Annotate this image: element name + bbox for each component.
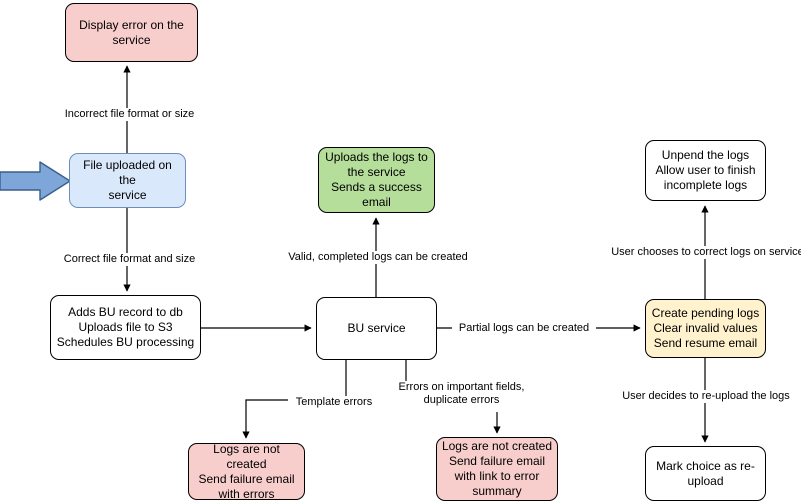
- node-adds-bu-record[interactable]: Adds BU record to db Uploads file to S3 …: [50, 295, 201, 360]
- node-logs-not-created-fields[interactable]: Logs are not created Send failure email …: [436, 437, 558, 501]
- edge-label-partial-logs: Partial logs can be created: [452, 322, 596, 335]
- edge-label-user-corrects: User chooses to correct logs on service: [608, 246, 801, 259]
- node-create-pending-logs[interactable]: Create pending logs Clear invalid values…: [645, 299, 766, 358]
- node-display-error[interactable]: Display error on the service: [65, 3, 198, 62]
- edge-label-errors-important: Errors on important fields, duplicate er…: [392, 381, 531, 407]
- node-unpend-logs[interactable]: Unpend the logs Allow user to finish inc…: [645, 140, 766, 201]
- edge-label-correct-format: Correct file format and size: [55, 253, 204, 266]
- edge-label-valid-completed: Valid, completed logs can be created: [282, 251, 474, 264]
- node-logs-not-created-template[interactable]: Logs are not created Send failure email …: [188, 442, 305, 501]
- edge-label-user-reupload: User decides to re-upload the logs: [614, 390, 798, 403]
- edge-label-template-errors: Template errors: [288, 396, 380, 409]
- incoming-block-arrow-icon: [0, 161, 71, 201]
- node-uploads-logs[interactable]: Uploads the logs to the service Sends a …: [318, 147, 435, 213]
- node-file-uploaded[interactable]: File uploaded on the service: [69, 153, 186, 208]
- edge-label-incorrect-format: Incorrect file format or size: [55, 108, 204, 121]
- node-mark-reupload[interactable]: Mark choice as re- upload: [645, 446, 766, 501]
- node-bu-service[interactable]: BU service: [316, 297, 437, 360]
